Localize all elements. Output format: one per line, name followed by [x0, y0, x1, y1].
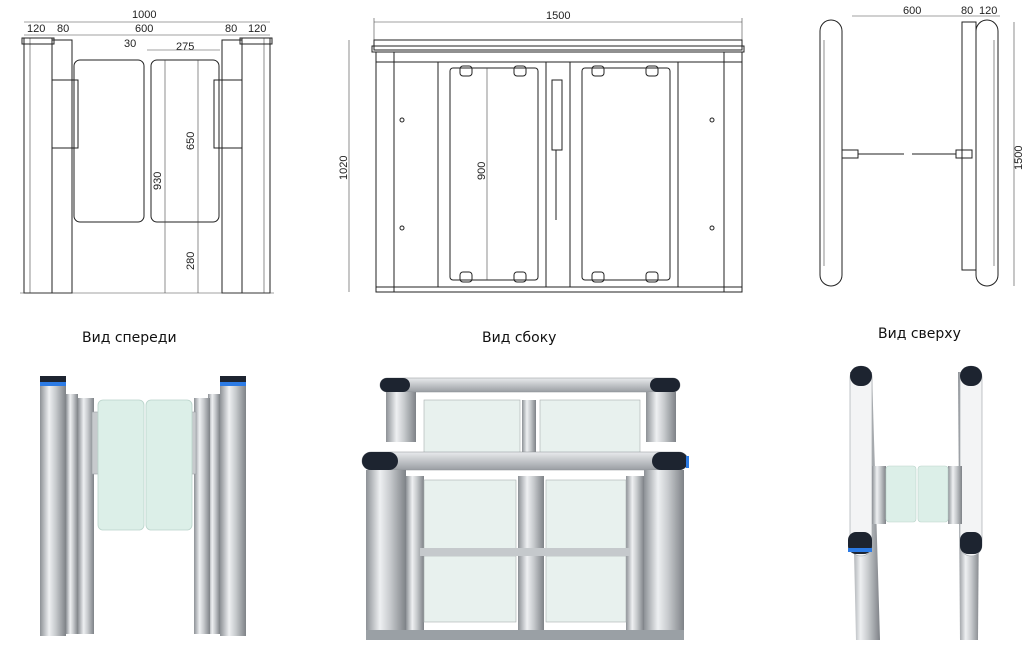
- front-view-drawing: 1000 120 80 600 80 120 30 275 650 930 28…: [20, 9, 274, 294]
- caption-side-view: Вид сбоку: [482, 330, 557, 346]
- dim-side-length: 1500: [546, 10, 570, 22]
- dim-top-length: 1500: [1013, 146, 1025, 170]
- dim-top-passage: 600: [903, 5, 921, 17]
- dim-front-passage: 600: [135, 23, 153, 35]
- dim-front-right-gap: 80: [225, 23, 237, 35]
- dim-side-height: 1020: [338, 156, 350, 180]
- caption-front-view: Вид спереди: [82, 330, 177, 346]
- dim-front-height-total: 930: [152, 172, 164, 190]
- dim-top-post: 120: [979, 5, 997, 17]
- top-view-drawing: 600 80 120 1500: [819, 5, 1025, 287]
- top-view-render: [848, 365, 983, 640]
- dim-front-panel-width: 275: [176, 41, 194, 53]
- dim-front-left-post: 120: [27, 23, 45, 35]
- side-view-drawing: 1500 1020 900: [338, 10, 745, 293]
- dim-side-panel-height: 900: [476, 162, 488, 180]
- dim-front-left-gap: 80: [57, 23, 69, 35]
- front-view-render: [40, 376, 246, 636]
- dim-front-width-total: 1000: [132, 9, 156, 21]
- dim-front-right-post: 120: [248, 23, 266, 35]
- dim-front-panel-gap: 30: [124, 38, 136, 50]
- dim-front-panel-bottom: 280: [185, 252, 197, 270]
- caption-top-view: Вид сверху: [878, 326, 961, 342]
- side-view-render: [361, 377, 689, 640]
- dim-top-gap: 80: [961, 5, 973, 17]
- dim-front-panel-height: 650: [185, 132, 197, 150]
